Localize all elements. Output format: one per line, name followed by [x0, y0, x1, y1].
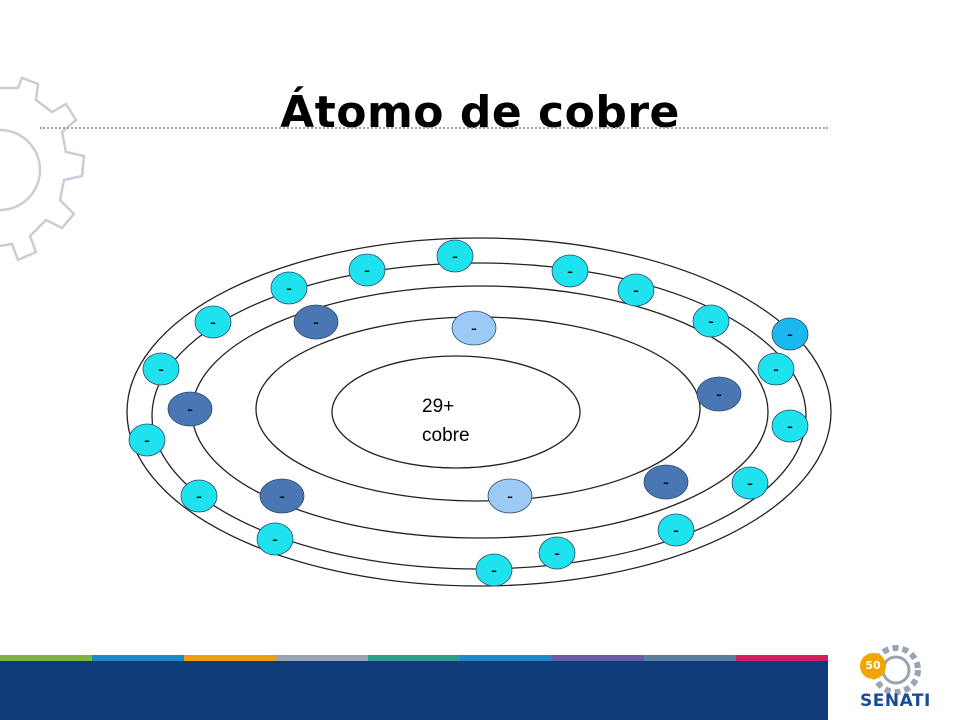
electron-symbol: - — [673, 520, 679, 540]
footer-stripe — [736, 655, 828, 661]
electron-symbol: - — [196, 486, 202, 506]
electron-symbol: - — [633, 280, 639, 300]
electron-outer — [128, 423, 166, 457]
electron-symbol: - — [787, 324, 793, 344]
electron-outer — [436, 239, 474, 273]
footer-stripe — [0, 655, 92, 661]
footer-stripe — [92, 655, 184, 661]
electron-middle — [643, 464, 689, 500]
electron-outer — [180, 479, 218, 513]
nucleus — [331, 355, 581, 469]
electron-outer — [657, 513, 695, 547]
electron-middle — [259, 478, 305, 514]
slide-title: Átomo de cobre — [280, 87, 680, 139]
electron-outer — [142, 352, 180, 386]
electron-symbol: - — [567, 261, 573, 281]
electron-inner — [487, 478, 533, 514]
electron-symbol: - — [144, 430, 150, 450]
electron-symbol: - — [787, 416, 793, 436]
electron-middle — [293, 304, 339, 340]
title-divider — [40, 127, 828, 129]
electron-symbol: - — [491, 560, 497, 580]
footer-stripes — [0, 655, 828, 661]
footer-bar — [0, 661, 828, 720]
electron-outer — [475, 553, 513, 587]
electron-outer — [757, 352, 795, 386]
senati-logo-text: SENATI — [860, 691, 931, 711]
electron-symbol: - — [364, 260, 370, 280]
electron-outer — [538, 536, 576, 570]
electron-symbol: - — [452, 246, 458, 266]
electron-outer — [731, 466, 769, 500]
electron-symbol: - — [286, 278, 292, 298]
electron-outer — [692, 304, 730, 338]
footer-stripe — [644, 655, 736, 661]
orbit-outer — [126, 237, 832, 587]
electron-inner — [451, 310, 497, 346]
electron-outer — [771, 317, 809, 351]
footer-stripe — [276, 655, 368, 661]
electron-symbol: - — [716, 384, 722, 404]
nucleus-charge-label: 29+ — [422, 396, 454, 417]
electron-symbol: - — [272, 529, 278, 549]
electron-symbol: - — [708, 311, 714, 331]
electron-outer — [194, 305, 232, 339]
electron-outer — [771, 409, 809, 443]
electron-symbol: - — [663, 472, 669, 492]
electron-symbol: - — [210, 312, 216, 332]
electron-symbol: - — [313, 312, 319, 332]
electron-outer — [270, 271, 308, 305]
electron-symbol: - — [158, 359, 164, 379]
electron-symbol: - — [279, 486, 285, 506]
electron-symbol: - — [187, 399, 193, 419]
electron-symbol: - — [507, 486, 513, 506]
nucleus-name-label: cobre — [422, 425, 470, 446]
footer-stripe — [552, 655, 644, 661]
electron-middle — [167, 391, 213, 427]
electron-outer — [256, 522, 294, 556]
footer-stripe — [460, 655, 552, 661]
footer-stripe — [184, 655, 276, 661]
anniversary-badge: 50 — [860, 653, 886, 679]
electron-symbol: - — [471, 318, 477, 338]
electron-outer — [617, 273, 655, 307]
footer-stripe — [368, 655, 460, 661]
electron-symbol: - — [747, 473, 753, 493]
gear-watermark-icon — [0, 76, 86, 262]
electron-symbol: - — [554, 543, 560, 563]
electron-outer — [348, 253, 386, 287]
electron-middle — [696, 376, 742, 412]
electrons: - - - - - - - - - - - - - - - - - - - - - - - - - — [128, 239, 809, 587]
electron-outer — [551, 254, 589, 288]
electron-symbol: - — [773, 359, 779, 379]
